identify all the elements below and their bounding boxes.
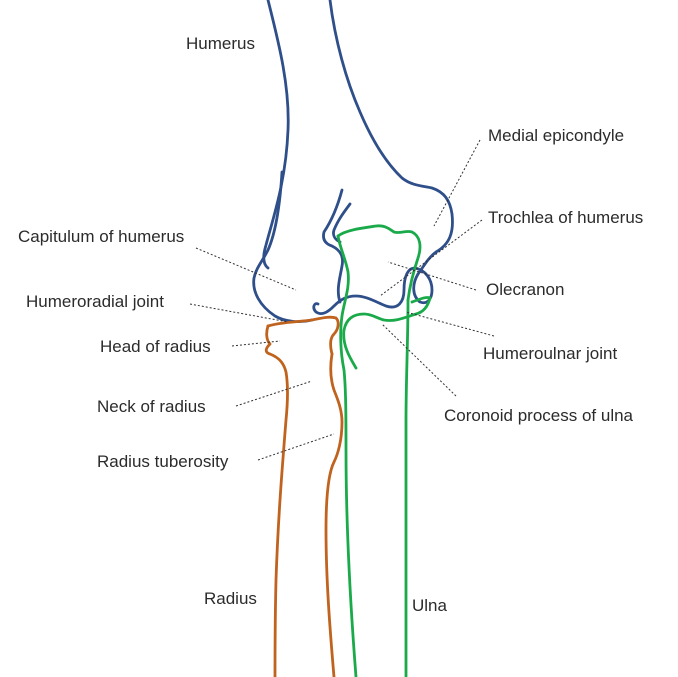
leader-coronoid-process bbox=[381, 323, 457, 397]
ulna-radial-notch bbox=[410, 296, 432, 304]
radius-right-edge bbox=[324, 352, 344, 677]
radius-head-left bbox=[264, 324, 289, 677]
label-coronoid-process: Coronoid process of ulna bbox=[444, 406, 634, 425]
humerus-lateral-ridge bbox=[252, 170, 314, 324]
ulna-bone bbox=[336, 224, 432, 677]
leader-head-of-radius bbox=[231, 340, 281, 347]
ulna-olecranon bbox=[336, 224, 422, 302]
label-ulna: Ulna bbox=[412, 596, 448, 615]
leader-trochlea bbox=[379, 219, 483, 297]
labels: Humerus Medial epicondyle Trochlea of hu… bbox=[18, 34, 643, 615]
leader-capitulum bbox=[195, 247, 297, 291]
humerus-medial-edge bbox=[328, 0, 454, 276]
label-head-of-radius: Head of radius bbox=[100, 337, 211, 356]
leader-lines bbox=[189, 139, 495, 461]
label-olecranon: Olecranon bbox=[486, 280, 564, 299]
label-capitulum: Capitulum of humerus bbox=[18, 227, 184, 246]
humerus-fossa-curve-1 bbox=[322, 188, 344, 304]
ulna-lateral-shaft bbox=[336, 234, 358, 677]
label-humeroradial-joint: Humeroradial joint bbox=[26, 292, 164, 311]
ulna-coronoid-process bbox=[342, 296, 432, 370]
leader-humeroradial-joint bbox=[189, 303, 289, 323]
leader-humeroulnar-joint bbox=[405, 311, 495, 337]
leader-radius-tuberosity bbox=[257, 433, 335, 461]
leader-neck-of-radius bbox=[235, 380, 313, 407]
ulna-medial-shaft bbox=[404, 298, 410, 677]
leader-medial-epicondyle bbox=[433, 139, 481, 227]
label-medial-epicondyle: Medial epicondyle bbox=[488, 126, 624, 145]
label-radius: Radius bbox=[204, 589, 257, 608]
label-radius-tuberosity: Radius tuberosity bbox=[97, 452, 229, 471]
label-humeroulnar-joint: Humeroulnar joint bbox=[483, 344, 617, 363]
label-humerus: Humerus bbox=[186, 34, 255, 53]
humerus-fossa-curve-2 bbox=[332, 202, 352, 244]
radius-bone bbox=[264, 315, 344, 677]
leader-olecranon bbox=[387, 261, 477, 291]
radius-head bbox=[266, 315, 340, 356]
label-trochlea: Trochlea of humerus bbox=[488, 208, 643, 227]
humerus-bone bbox=[252, 0, 454, 324]
label-neck-of-radius: Neck of radius bbox=[97, 397, 206, 416]
